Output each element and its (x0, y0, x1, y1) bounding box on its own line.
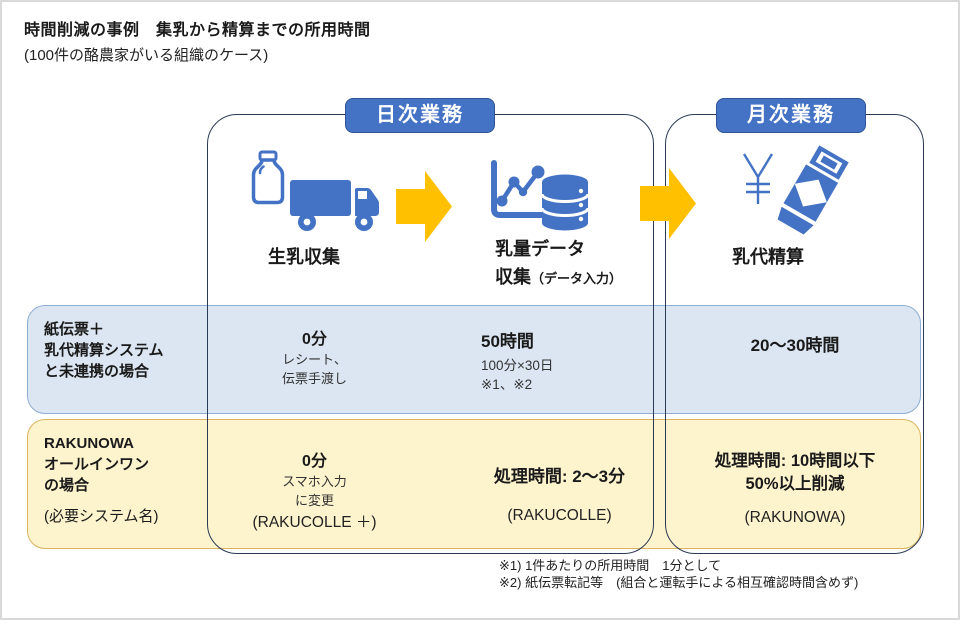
row-paper-label-line1: 紙伝票＋ (44, 321, 105, 338)
row-paper-label-line3: と未連携の場合 (44, 363, 150, 380)
cell-rakunowa-collection-main: 0分 (302, 453, 327, 470)
cell-rakunowa-payment: 処理時間: 10時間以下 50%以上削減 (RAKUNOWA) (680, 450, 910, 528)
page-subtitle: (100件の酪農家がいる組織のケース) (24, 47, 269, 64)
cell-paper-payment: 20〜30時間 (680, 335, 910, 357)
arrow-right-icon-1 (396, 171, 452, 242)
cell-rakunowa-data-system: (RAKUCOLLE) (507, 507, 612, 524)
footnotes: ※1) 1件あたりの所用時間 1分として ※2) 紙伝票転記等 (組合と運転手に… (499, 557, 858, 591)
cell-rakunowa-data-main: 処理時間: 2〜3分 (493, 467, 626, 486)
cell-paper-payment-main: 20〜30時間 (750, 336, 840, 355)
milk-truck-icon (285, 170, 381, 232)
yen-icon (740, 152, 776, 206)
database-icon (540, 173, 590, 232)
milk-bottle-icon (248, 150, 288, 206)
page-title: 時間削減の事例 集乳から精算までの所用時間 (24, 22, 371, 39)
cell-rakunowa-payment-main2: 50%以上削減 (745, 475, 845, 493)
cell-rakunowa-collection: 0分 スマホ入力 に変更 (RAKUCOLLE ＋) (242, 451, 387, 533)
row-rakunowa-label-line1: RAKUNOWA (44, 435, 134, 452)
footnote-2: ※2) 紙伝票転記等 (組合と運転手による相互確認時間含めず) (499, 575, 859, 590)
daily-header-badge: 日次業務 (345, 98, 495, 133)
cell-rakunowa-collection-sub1: スマホ入力 (282, 474, 347, 489)
row-paper-label: 紙伝票＋ 乳代精算システム と未連携の場合 (44, 319, 164, 382)
cell-paper-data-sub2: ※1、※2 (481, 377, 533, 392)
step-milk-data-line2: 収集 (495, 267, 531, 287)
cell-rakunowa-data: 処理時間: 2〜3分 (RAKUCOLLE) (452, 466, 667, 526)
cell-rakunowa-collection-sub2: に変更 (294, 493, 334, 508)
cell-paper-data-main: 50時間 (481, 332, 534, 351)
cell-rakunowa-payment-main1: 処理時間: 10時間以下 (714, 452, 876, 470)
cell-paper-data-sub1: 100分×30日 (481, 358, 554, 373)
cell-paper-collection-sub2: 伝票手渡し (281, 371, 347, 386)
cell-paper-data: 50時間 100分×30日 ※1、※2 (481, 331, 553, 394)
monthly-header-badge: 月次業務 (716, 98, 866, 133)
row-paper-band (27, 305, 921, 414)
cell-paper-collection-sub1: レシート、 (282, 352, 347, 367)
line-chart-icon (487, 160, 549, 222)
step-milk-data-note: （データ入力） (531, 271, 623, 286)
cell-paper-collection-main: 0分 (302, 331, 327, 348)
step-milk-data-label: 乳量データ 収集（データ入力） (495, 235, 622, 289)
step-milk-collection-label: 生乳収集 (268, 247, 340, 267)
row-rakunowa-label-line2: オールインワン (44, 456, 150, 473)
row-rakunowa-label: RAKUNOWA オールインワン の場合 (必要システム名) (44, 433, 159, 527)
cell-rakunowa-collection-system: (RAKUCOLLE ＋) (252, 514, 377, 531)
row-rakunowa-label-note: (必要システム名) (44, 508, 159, 525)
row-paper-label-line2: 乳代精算システム (44, 342, 164, 359)
cell-rakunowa-payment-system: (RAKUNOWA) (744, 509, 846, 526)
footnote-1: ※1) 1件あたりの所用時間 1分として (499, 558, 722, 573)
row-rakunowa-label-line3: の場合 (44, 477, 90, 494)
arrow-right-icon-2 (640, 168, 696, 239)
cell-paper-collection: 0分 レシート、 伝票手渡し (242, 329, 387, 388)
step-payment-label: 乳代精算 (732, 247, 804, 267)
step-milk-data-line1: 乳量データ (495, 239, 585, 259)
row-rakunowa-band (27, 419, 921, 549)
money-bill-icon (770, 144, 854, 240)
